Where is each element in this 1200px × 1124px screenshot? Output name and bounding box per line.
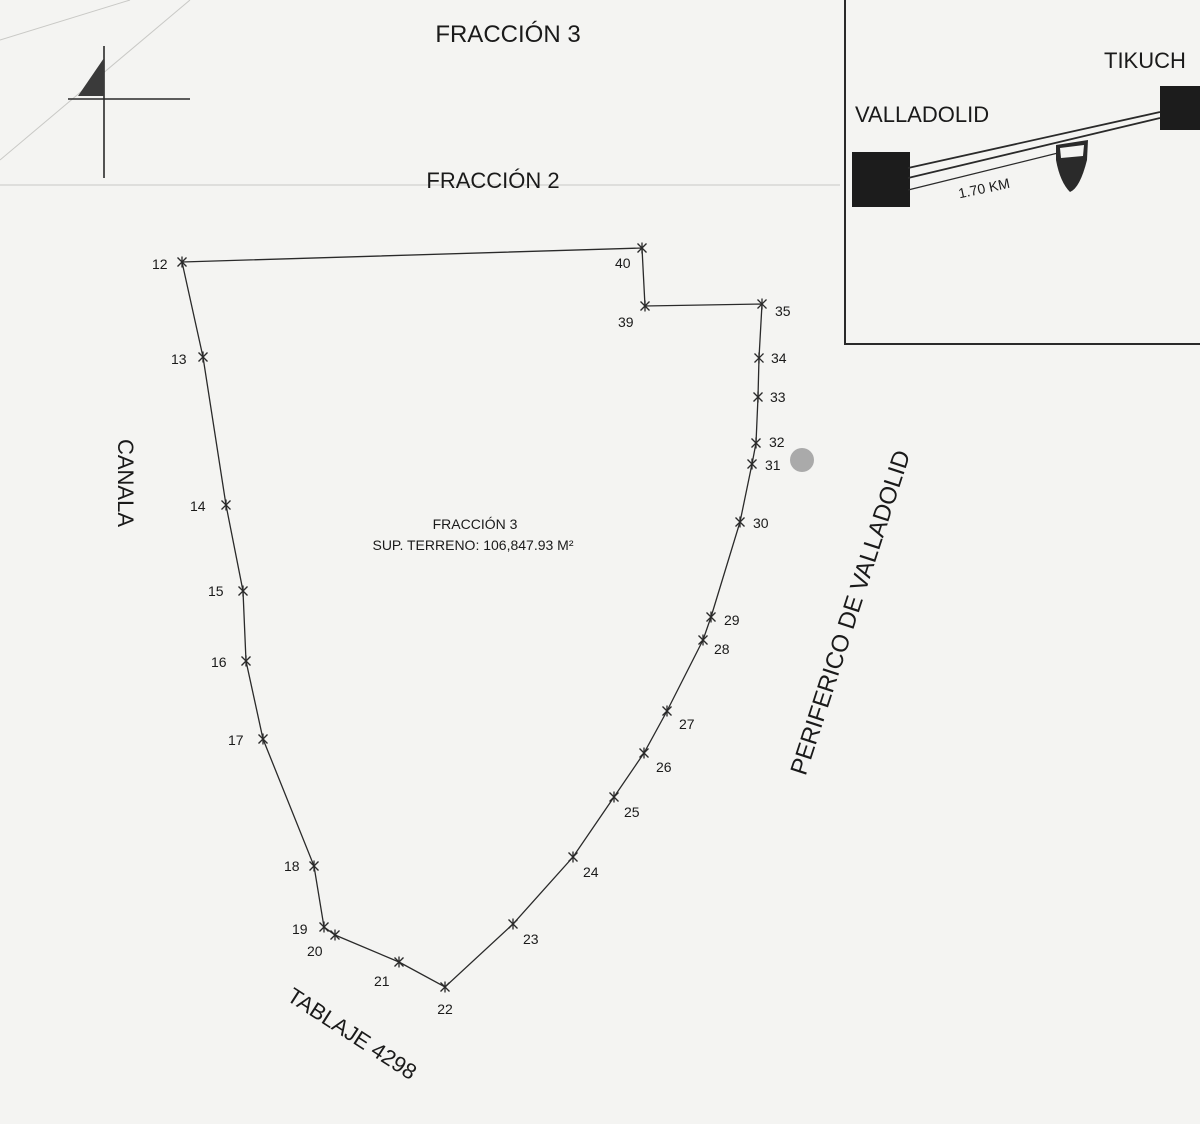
vertex-label-26: 26 <box>656 759 672 775</box>
vertex-12: 12 <box>152 256 187 272</box>
vertex-label-16: 16 <box>211 654 227 670</box>
vertex-label-30: 30 <box>753 515 769 531</box>
gray-dot <box>790 448 814 472</box>
vertex-label-25: 25 <box>624 804 640 820</box>
vertex-label-22: 22 <box>437 1001 453 1017</box>
vertex-29: 29 <box>706 611 740 628</box>
vertex-15: 15 <box>208 583 248 599</box>
inset-label-tikuch: TIKUCH <box>1104 48 1186 73</box>
inset-label-valladolid: VALLADOLID <box>855 102 989 127</box>
vertex-21: 21 <box>374 956 404 989</box>
inset-tikuch-block <box>1160 86 1200 130</box>
vertex-layer: 12 13 14 15 16 17 18 19 20 21 22 23 24 25 26 27 28 29 30 31… <box>152 242 791 1017</box>
vertex-39: 39 <box>618 300 650 330</box>
vertex-35: 35 <box>757 298 791 319</box>
vertex-label-21: 21 <box>374 973 390 989</box>
vertex-label-18: 18 <box>284 858 300 874</box>
vertex-19: 19 <box>292 921 329 937</box>
scan-artifacts <box>0 0 840 186</box>
parcel-area: SUP. TERRENO: 106,847.93 M² <box>372 537 573 553</box>
label-fraccion2: FRACCIÓN 2 <box>426 168 559 193</box>
vertex-22: 22 <box>437 981 453 1017</box>
vertex-label-32: 32 <box>769 434 785 450</box>
vertex-31: 31 <box>747 457 781 473</box>
vertex-label-15: 15 <box>208 583 224 599</box>
vertex-label-14: 14 <box>190 498 206 514</box>
label-fraccion3-top: FRACCIÓN 3 <box>435 21 580 48</box>
vertex-label-35: 35 <box>775 303 791 319</box>
vertex-27: 27 <box>662 705 695 732</box>
vertex-label-24: 24 <box>583 864 599 880</box>
vertex-23: 23 <box>508 918 539 947</box>
vertex-label-33: 33 <box>770 389 786 405</box>
vertex-18: 18 <box>284 858 319 874</box>
vertex-20: 20 <box>307 929 340 959</box>
vertex-label-13: 13 <box>171 351 187 367</box>
vertex-26: 26 <box>639 747 672 775</box>
vertex-34: 34 <box>754 350 787 366</box>
vertex-label-31: 31 <box>765 457 781 473</box>
label-tablaje: TABLAJE 4298 <box>283 983 421 1085</box>
vertex-28: 28 <box>698 634 730 657</box>
vertex-label-29: 29 <box>724 612 740 628</box>
vertex-25: 25 <box>609 791 640 820</box>
vertex-14: 14 <box>190 498 231 514</box>
parcel-boundary <box>181 247 763 988</box>
vertex-33: 33 <box>753 389 786 405</box>
label-periferico: PERIFERICO DE VALLADOLID <box>786 447 917 778</box>
vertex-17: 17 <box>228 732 268 748</box>
vertex-24: 24 <box>568 851 599 880</box>
vertex-label-27: 27 <box>679 716 695 732</box>
north-arrow-icon <box>68 46 190 178</box>
vertex-label-19: 19 <box>292 921 308 937</box>
vertex-label-39: 39 <box>618 314 634 330</box>
vertex-label-28: 28 <box>714 641 730 657</box>
label-canala: CANALA <box>113 439 138 527</box>
vertex-label-34: 34 <box>771 350 787 366</box>
vertex-16: 16 <box>211 654 251 670</box>
vertex-label-12: 12 <box>152 256 168 272</box>
location-inset: TIKUCH VALLADOLID 1.70 KM <box>844 0 1200 345</box>
vertex-label-20: 20 <box>307 943 323 959</box>
vertex-label-17: 17 <box>228 732 244 748</box>
vertex-label-40: 40 <box>615 255 631 271</box>
vertex-13: 13 <box>171 351 208 367</box>
inset-valladolid-block <box>852 152 910 207</box>
vertex-32: 32 <box>751 434 785 450</box>
parcel-title: FRACCIÓN 3 <box>433 516 518 532</box>
vertex-30: 30 <box>735 515 769 531</box>
vertex-40: 40 <box>615 242 647 271</box>
vertex-label-23: 23 <box>523 931 539 947</box>
